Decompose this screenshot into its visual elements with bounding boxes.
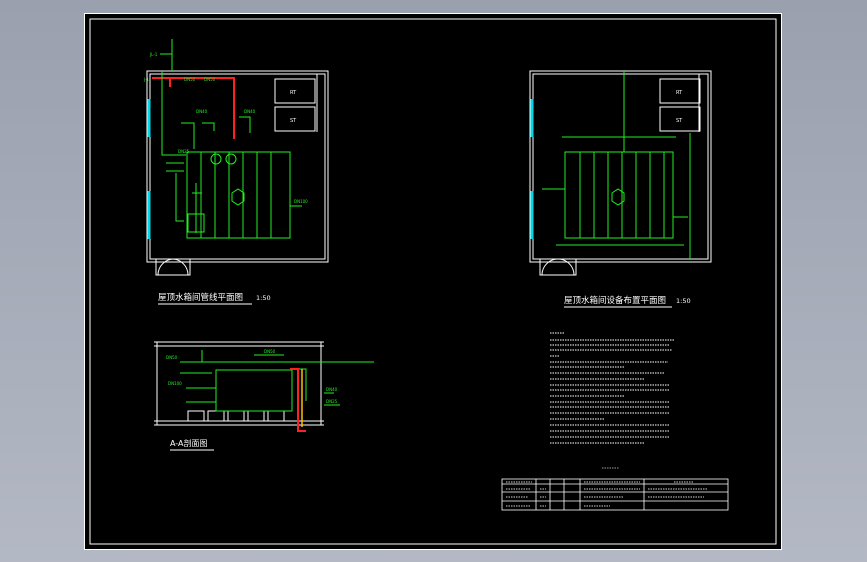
section-tank xyxy=(180,350,374,412)
locker-labels: RT ST xyxy=(290,90,297,124)
piping-plan-title: 屋顶水箱间管线平面图 xyxy=(158,292,243,303)
svg-text:DN25: DN25 xyxy=(178,149,190,154)
svg-text:DN50: DN50 xyxy=(204,77,216,82)
door-frame xyxy=(155,259,191,276)
locker-2 xyxy=(274,106,316,132)
svg-text:DN40: DN40 xyxy=(326,387,338,392)
equipment-plan-tank xyxy=(564,151,674,239)
svg-text:DN100: DN100 xyxy=(168,381,182,386)
piping-plan-tank xyxy=(186,151,291,239)
piping-plan-scale: 1:50 xyxy=(256,294,271,302)
svg-text:DN40: DN40 xyxy=(196,109,208,114)
room-walls xyxy=(149,73,326,260)
equipment-plan-scale: 1:50 xyxy=(676,297,691,305)
equipment-plan-dimensions xyxy=(542,71,691,259)
svg-text:DN40: DN40 xyxy=(244,109,256,114)
svg-text:DN50: DN50 xyxy=(166,355,178,360)
svg-text:J-1: J-1 xyxy=(143,77,149,82)
svg-text:RT: RT xyxy=(676,90,683,96)
svg-text:RT: RT xyxy=(290,90,297,96)
design-notes xyxy=(550,332,674,444)
piping-plan-green-pipes xyxy=(160,39,302,233)
equipment-plan xyxy=(529,70,712,276)
section-title: A-A剖面图 xyxy=(170,438,207,448)
piping-plan-supply-pipes xyxy=(152,77,235,139)
inner-border xyxy=(89,18,777,545)
section-supply-pipes xyxy=(290,368,306,432)
equipment-locker-labels: RT ST xyxy=(676,90,683,124)
door-swing xyxy=(157,258,189,276)
svg-text:JL-1: JL-1 xyxy=(149,52,158,57)
outer-border xyxy=(84,13,782,550)
svg-text:ST: ST xyxy=(290,118,297,124)
equipment-plan-title: 屋顶水箱间设备布置平面图 xyxy=(564,295,666,306)
piping-plan xyxy=(146,70,329,276)
equipment-table-cells xyxy=(506,481,708,507)
room-walls-outer xyxy=(146,70,329,263)
svg-text:DN50: DN50 xyxy=(264,349,276,354)
svg-text:ST: ST xyxy=(676,118,683,124)
locker-1 xyxy=(274,78,316,104)
equipment-table xyxy=(501,467,729,511)
svg-text:DN25: DN25 xyxy=(326,399,338,404)
svg-text:DN50: DN50 xyxy=(184,77,196,82)
svg-text:DN100: DN100 xyxy=(294,199,308,204)
